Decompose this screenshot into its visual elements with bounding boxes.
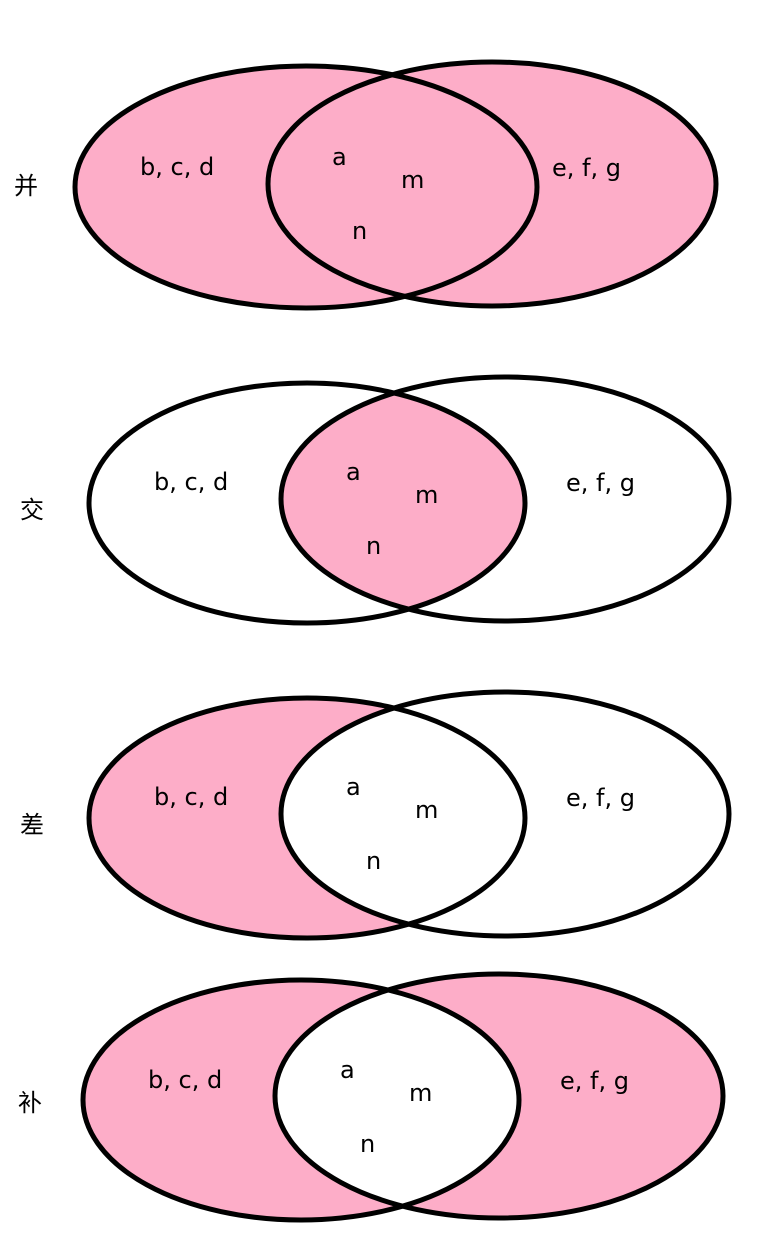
left-set-elements: b, c, d — [140, 153, 214, 181]
panel-complement: 补 b, c, d e, f, g a m n — [18, 971, 726, 1223]
intersection-element-a: a — [332, 143, 347, 171]
intersection-element-n: n — [352, 217, 367, 245]
right-set-outline — [278, 689, 732, 939]
left-set-outline — [86, 695, 528, 941]
left-set-outline — [72, 63, 540, 311]
intersection-element-n: n — [366, 847, 381, 875]
op-label-difference: 差 — [20, 811, 44, 839]
right-set-elements: e, f, g — [560, 1067, 629, 1095]
right-set-outline — [265, 59, 719, 309]
intersection-element-m: m — [409, 1079, 432, 1107]
shaded-regions — [281, 383, 525, 621]
region-intersection — [281, 383, 525, 621]
right-set-elements: e, f, g — [566, 469, 635, 497]
right-set-elements: e, f, g — [552, 154, 621, 182]
region-intersection — [268, 66, 537, 306]
region-right-only — [275, 974, 723, 1218]
intersection-element-m: m — [415, 796, 438, 824]
op-label-complement: 补 — [18, 1089, 42, 1117]
left-set-elements: b, c, d — [148, 1066, 222, 1094]
intersection-element-m: m — [401, 166, 424, 194]
left-set-elements: b, c, d — [154, 783, 228, 811]
intersection-element-n: n — [360, 1130, 375, 1158]
shaded-regions — [75, 62, 716, 308]
shaded-regions — [83, 974, 723, 1220]
set-outlines — [80, 971, 726, 1223]
right-set-outline — [272, 971, 726, 1221]
set-outlines — [86, 374, 732, 626]
intersection-element-m: m — [415, 481, 438, 509]
set-outlines — [72, 59, 719, 311]
region-left-only — [89, 698, 525, 938]
shaded-regions — [89, 698, 525, 938]
panel-difference: 差 b, c, d e, f, g a m n — [20, 689, 732, 941]
intersection-element-a: a — [340, 1056, 355, 1084]
left-set-outline — [86, 380, 528, 626]
left-set-elements: b, c, d — [154, 468, 228, 496]
right-set-elements: e, f, g — [566, 784, 635, 812]
right-set-outline — [278, 374, 732, 624]
panel-intersection: 交 b, c, d e, f, g a m n — [20, 374, 732, 626]
op-label-intersection: 交 — [20, 496, 44, 524]
intersection-element-a: a — [346, 458, 361, 486]
panel-union: 并 b, c, d e, f, g a m n — [14, 59, 719, 311]
set-outlines — [86, 689, 732, 941]
intersection-element-a: a — [346, 773, 361, 801]
left-set-outline — [80, 977, 522, 1223]
intersection-element-n: n — [366, 532, 381, 560]
op-label-union: 并 — [14, 172, 38, 200]
